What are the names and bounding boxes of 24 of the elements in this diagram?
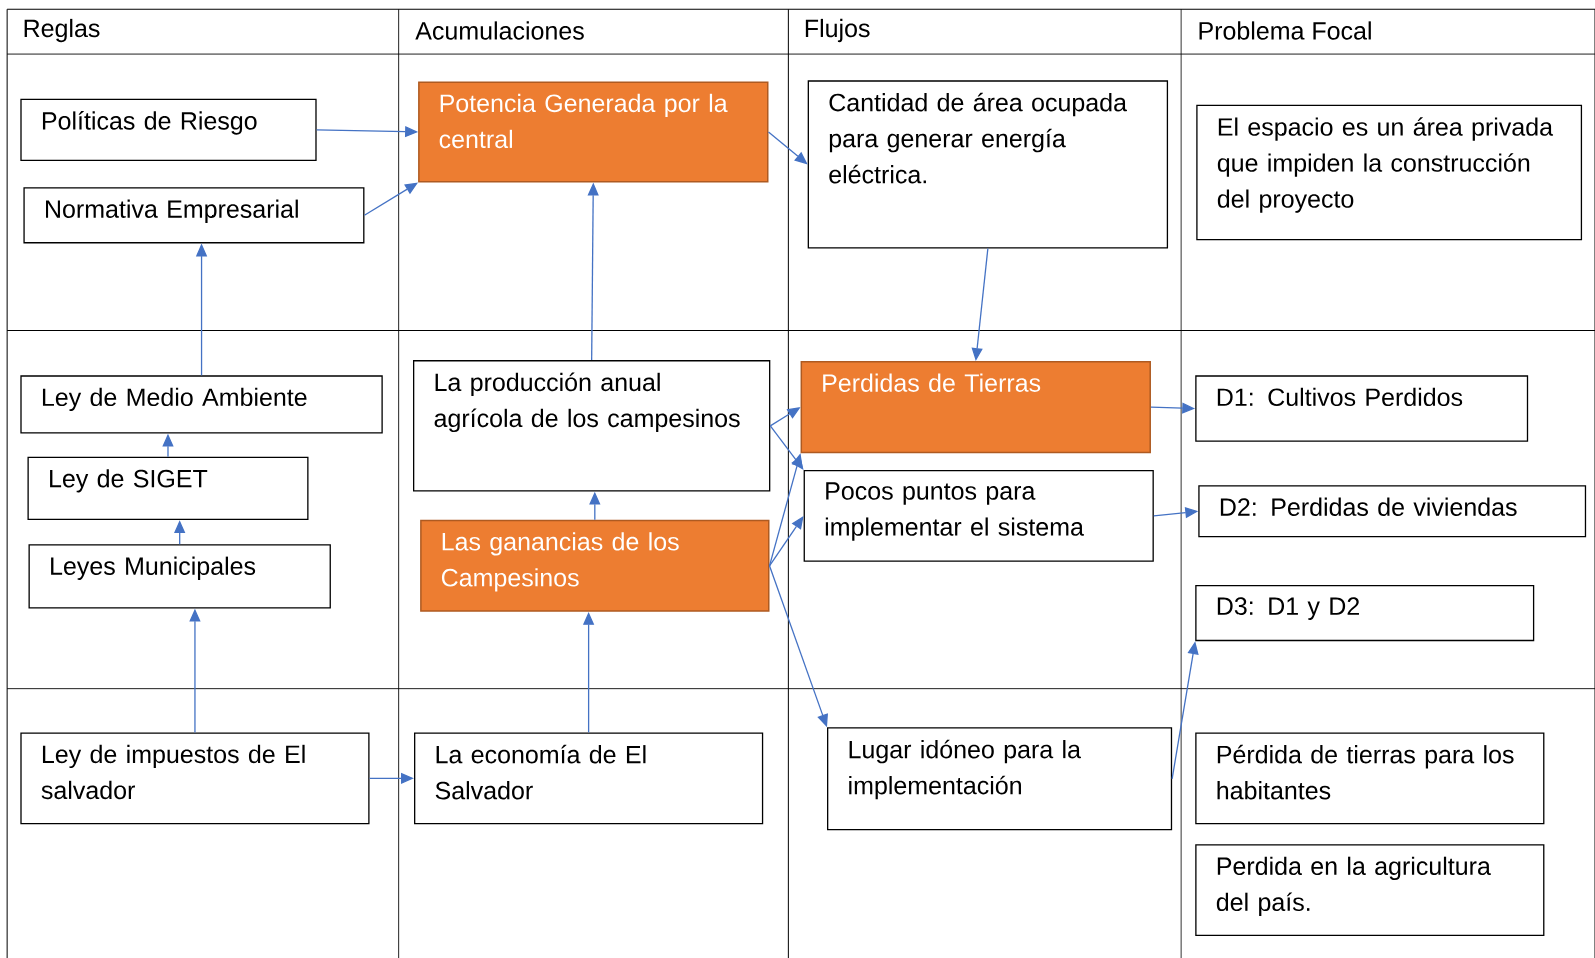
text-box: El espacio es un área privada que impiden la construcción del proyecto bbox=[1196, 104, 1583, 241]
text-box: Políticas de Riesgo bbox=[20, 98, 317, 161]
highlight-box: Perdidas de Tierras bbox=[800, 361, 1151, 454]
highlight-box: Potencia Generada por la central bbox=[418, 81, 769, 183]
text-box: Normativa Empresarial bbox=[23, 187, 365, 244]
text-box: La producción anual agrícola de los campesinos bbox=[413, 360, 771, 492]
column-header: Problema Focal bbox=[1199, 21, 1371, 40]
column-header: Reglas bbox=[24, 18, 100, 43]
text-box: Ley de impuestos de El salvador bbox=[20, 732, 370, 825]
text-box: Pérdida de tierras para los habitantes bbox=[1195, 732, 1545, 825]
text-box: D1: Cultivos Perdidos bbox=[1195, 375, 1529, 442]
text-box: Pocos puntos para implementar el sistema bbox=[803, 469, 1154, 562]
highlight-box: Las ganancias de los Campesinos bbox=[420, 519, 770, 612]
text-box: D2: Perdidas de viviendas bbox=[1198, 485, 1587, 538]
text-box: D3: D1 y D2 bbox=[1195, 584, 1535, 642]
text-box: Cantidad de área ocupada para generar energía eléctrica. bbox=[807, 80, 1169, 249]
text-box: Perdida en la agricultura del país. bbox=[1195, 844, 1545, 937]
text-box: Ley de SIGET bbox=[27, 456, 309, 521]
column-header: Flujos bbox=[805, 18, 870, 43]
column-header: Acumulaciones bbox=[415, 21, 584, 40]
text-box: La economía de El Salvador bbox=[414, 732, 764, 825]
text-box: Leyes Municipales bbox=[28, 544, 331, 609]
text-box: Lugar idóneo para la implementación bbox=[827, 727, 1173, 831]
text-box: Ley de Medio Ambiente bbox=[20, 375, 383, 434]
